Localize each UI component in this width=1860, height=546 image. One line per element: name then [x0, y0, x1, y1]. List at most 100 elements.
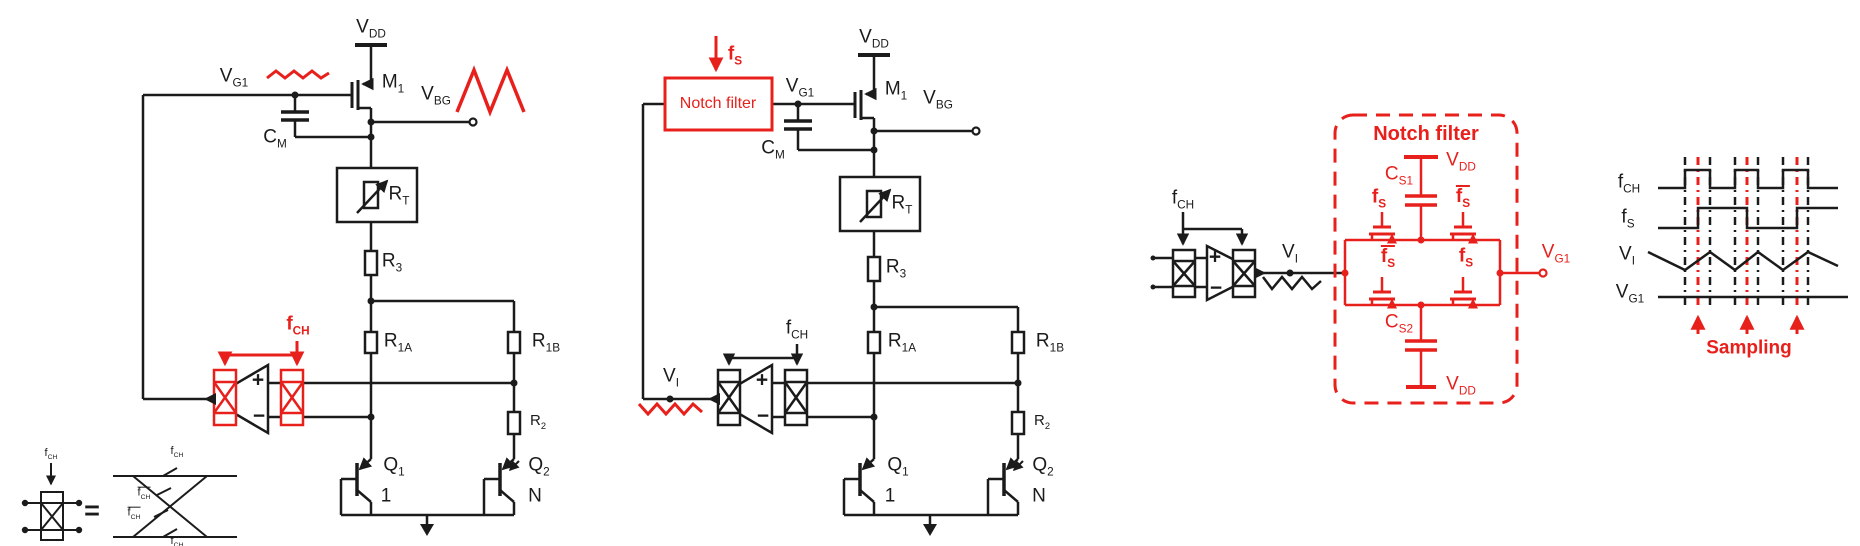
r1b-label: R1B [531, 330, 561, 355]
resistor-r2 [1010, 410, 1026, 436]
amp-minus-sign: − [756, 404, 770, 428]
resistor-r2 [506, 410, 522, 436]
waveform-row-fch-label: fCH [1617, 171, 1641, 196]
vi-waveform [1647, 250, 1839, 272]
rt-label: RT [388, 183, 410, 208]
r3-label: R3 [885, 256, 907, 281]
chopper-input [783, 368, 809, 427]
vbg-terminal [971, 126, 981, 136]
resistor-r1a [866, 330, 882, 355]
chopper-output [1231, 248, 1257, 299]
m1-label: M1 [381, 71, 405, 96]
notch-filter-block [663, 76, 774, 132]
vi-label: VI [1282, 241, 1298, 266]
panel1-choppers [212, 65, 526, 427]
vg1-terminal [1538, 268, 1548, 278]
panel2-bandgap-core [641, 53, 1026, 536]
q1-ratio-label: 1 [380, 485, 392, 507]
notch-filter-block-label: Notch filter [679, 95, 757, 112]
notch-filter-dashed-box [1333, 113, 1519, 405]
trim-resistor-rt [335, 166, 419, 224]
r1a-label: R1A [887, 330, 917, 355]
switch-fs-bottom-right [1450, 277, 1478, 309]
amp-minus-sign: − [252, 404, 266, 428]
vi-ripple-waveform [1262, 275, 1322, 292]
cs1-label: CS1 [1384, 163, 1414, 188]
panel2-red-elements [637, 36, 774, 417]
opamp-triangle [711, 362, 774, 436]
waveform-row-fs-label: fS [1621, 206, 1635, 231]
r2-label: R2 [529, 411, 547, 431]
resistor-r1b [1010, 330, 1026, 355]
panel1-dots [204, 91, 518, 421]
q1-ratio-label: 1 [884, 485, 896, 507]
q2-label: Q2 [1032, 454, 1054, 479]
sampling-arrows [1690, 314, 1805, 334]
amp-plus-sign: + [251, 368, 265, 392]
opamp-triangle [207, 362, 270, 436]
sampling-label: Sampling [1706, 337, 1792, 359]
fsbar-switch-label-bottom-left: fS [1380, 245, 1396, 270]
cm-label: CM [761, 137, 785, 162]
bjt-q1 [842, 457, 876, 515]
vi-ripple-waveform [637, 401, 703, 417]
amp-output-arrow [1254, 267, 1266, 279]
legend-sw-fchbar1-label: fCH [137, 486, 151, 501]
resistor-r1a [363, 330, 379, 355]
legend-sw-fchbar2-label: fCH [127, 506, 141, 521]
panel2-dots [666, 100, 1022, 421]
m1-label: M1 [884, 78, 908, 103]
chopper-input [1171, 248, 1197, 299]
vg1-ripple-waveform [266, 69, 330, 80]
waveform-row-vi-label: VI [1619, 243, 1635, 268]
bjt-q2 [986, 457, 1024, 515]
legend-sw-fch-bottom-label: fCH [170, 535, 184, 546]
amp-output-arrow [204, 393, 216, 405]
bjt-q1 [339, 457, 373, 515]
vi-label: VI [663, 365, 679, 390]
cs2-label: CS2 [1384, 311, 1414, 336]
q1-label: Q1 [887, 454, 909, 479]
waveform-row-vg1-label: VG1 [1615, 281, 1645, 306]
ground-symbol [923, 515, 937, 536]
vdd-bottom-label: VDD [1446, 373, 1476, 398]
capacitor-cs1 [1404, 155, 1438, 240]
fch-waveform [1658, 168, 1838, 190]
r1a-label: R1A [383, 330, 413, 355]
rt-label: RT [891, 192, 913, 217]
fch-control-lines [217, 341, 305, 367]
q1-label: Q1 [383, 454, 405, 479]
pmos-m1 [350, 77, 374, 110]
switch-fs-top-left [1369, 212, 1397, 244]
legend-fch-label: fCH [44, 447, 58, 462]
fch-label: fCH [286, 313, 310, 338]
legend-sw-fch-top-label: fCH [170, 445, 184, 460]
q2-label: Q2 [528, 454, 550, 479]
fch-control-lines [1176, 212, 1249, 246]
resistor-r3 [866, 255, 882, 283]
capacitor-cs2 [1405, 305, 1437, 389]
notch-junction-dots [1341, 236, 1504, 309]
switch-fsbar-top-right [1450, 212, 1478, 244]
amp-plus-sign: + [1208, 245, 1222, 269]
sampling-gridlines [1696, 157, 1799, 308]
pmos-m1 [853, 87, 877, 120]
fsbar-switch-label-top-right: fS [1455, 185, 1471, 210]
legend-switch-network [113, 467, 237, 538]
timing-diagram [1647, 157, 1848, 334]
chopper-output [716, 368, 742, 427]
r1b-label: R1B [1035, 330, 1065, 355]
q2-ratio-label: N [1032, 485, 1046, 507]
r3-label: R3 [381, 250, 403, 275]
fs-label: fS [727, 43, 743, 68]
bjt-q2 [482, 457, 520, 515]
chopper-legend [21, 463, 237, 541]
amp-plus-sign: + [755, 368, 769, 392]
switch-fsbar-bottom-left [1369, 277, 1397, 309]
fs-switch-label-top-left: fS [1371, 186, 1387, 211]
notch-filter-title: Notch filter [1373, 123, 1479, 145]
fch-label: fCH [1171, 187, 1195, 212]
chopper-output [212, 368, 238, 427]
vdd-label: VDD [356, 16, 386, 41]
